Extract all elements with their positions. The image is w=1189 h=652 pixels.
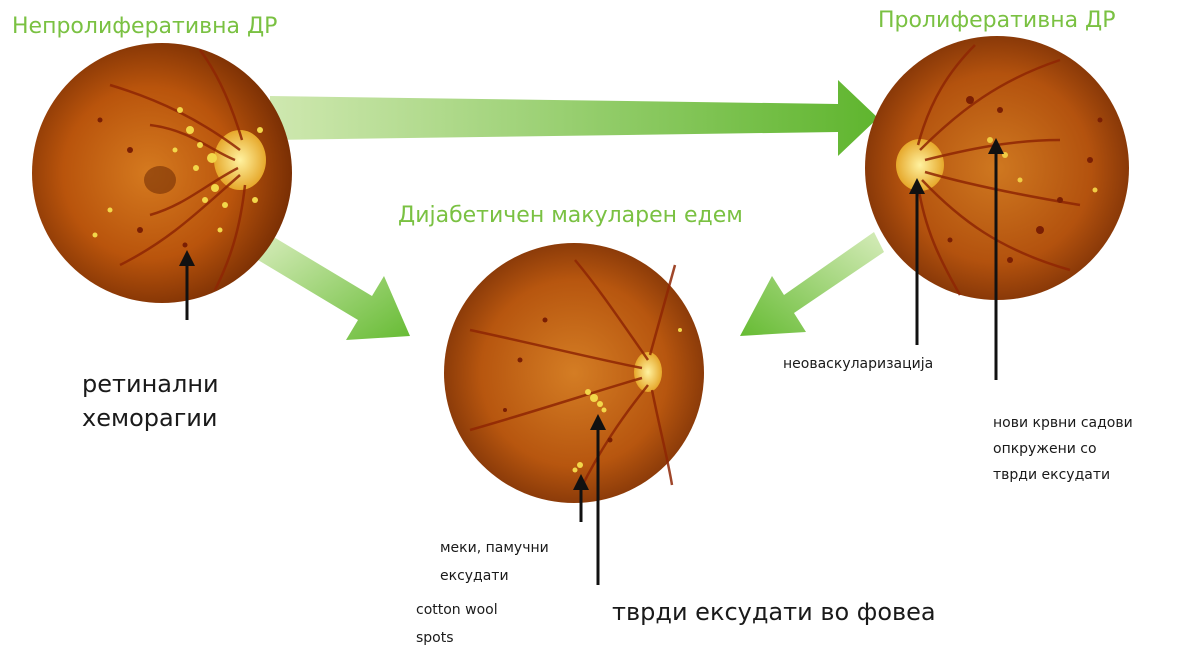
label-cotton-wool-line-1: cotton wool [416,596,498,624]
title-macular-edema: Дијабетичен макуларен едем [398,203,743,228]
arrow-left-diagonal [258,236,410,340]
label-cotton-wool: cotton wool spots [416,596,498,652]
label-retinal-hemorrhages-line-1: ретинални [82,367,219,401]
arrow-right-diagonal [740,232,884,336]
label-new-vessels-line-3: тврди ексудати [993,462,1133,488]
title-nonproliferative: Непролиферативна ДР [12,14,277,39]
label-cotton-wool-line-2: spots [416,624,498,652]
label-retinal-hemorrhages-line-2: хеморагии [82,401,219,435]
fundus-macular-edema [444,243,704,503]
label-soft-exudates-line-1: меки, памучни [440,534,549,562]
label-new-vessels-line-2: опкружени со [993,436,1133,462]
label-soft-exudates: меки, памучни ексудати [440,534,549,590]
label-new-vessels: нови крвни садови опкружени со тврди екс… [993,410,1133,488]
label-retinal-hemorrhages: ретинални хеморагии [82,367,219,435]
label-hard-exudates-fovea: тврди ексудати во фовеа [612,598,936,626]
title-proliferative: Пролиферативна ДР [878,8,1116,33]
label-new-vessels-line-1: нови крвни садови [993,410,1133,436]
fundus-nonproliferative [32,43,292,303]
label-soft-exudates-line-2: ексудати [440,562,549,590]
label-neovascularization: неоваскуларизација [783,356,933,372]
arrow-top-horizontal [270,80,878,156]
